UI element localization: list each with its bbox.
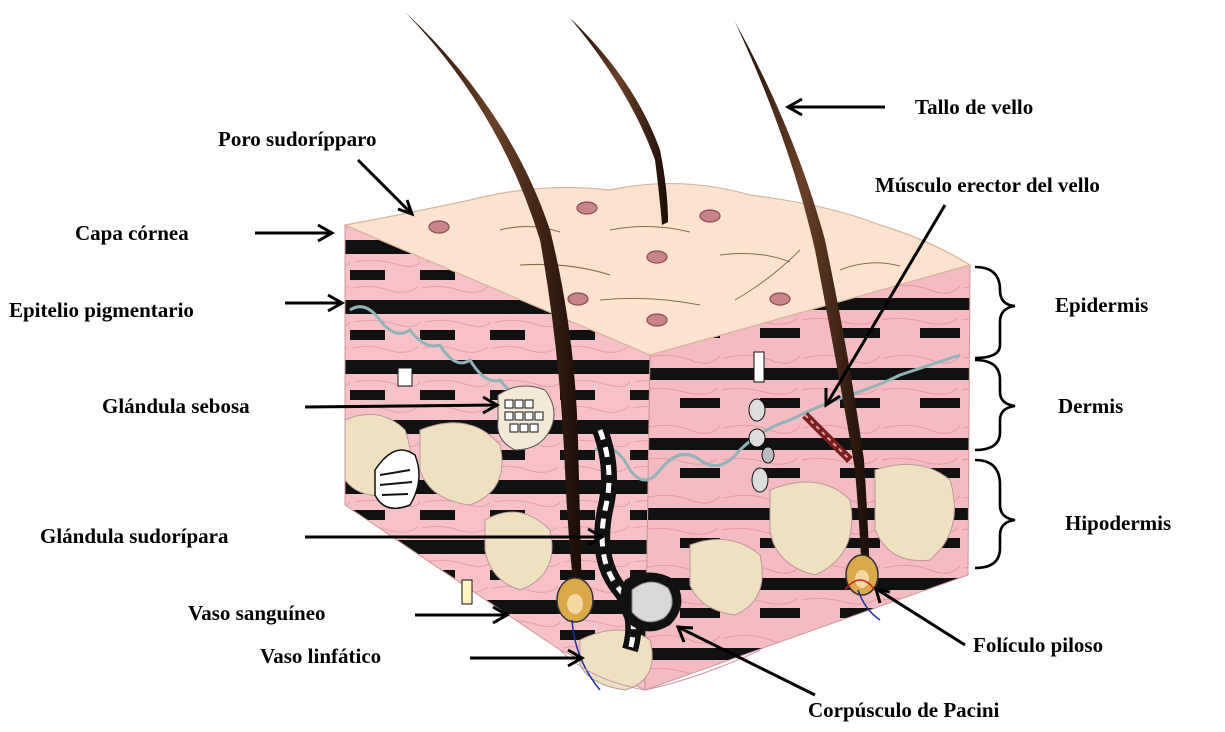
label-epitelio-pigmentario: Epitelio pigmentario xyxy=(9,298,194,322)
brace-hipodermis xyxy=(975,460,1015,568)
layer-braces xyxy=(975,267,1015,568)
label-epidermis: Epidermis xyxy=(1055,293,1148,317)
label-vaso-linfatico: Vaso linfático xyxy=(260,644,381,668)
pacinian-corpuscle xyxy=(620,573,681,632)
label-hipodermis: Hipodermis xyxy=(1065,511,1171,535)
label-glandula-sebosa: Glándula sebosa xyxy=(102,394,250,418)
label-capa-cornea: Capa córnea xyxy=(75,221,189,245)
label-poro-sudoriparo: Poro sudorípparo xyxy=(218,127,377,151)
brace-dermis xyxy=(975,360,1015,450)
label-tallo-de-vello: Tallo de vello xyxy=(915,95,1033,119)
brace-epidermis xyxy=(975,267,1015,358)
label-musculo-erector: Músculo erector del vello xyxy=(875,173,1100,197)
label-foliculo-piloso: Folículo piloso xyxy=(973,633,1103,657)
label-glandula-sudoripara: Glándula sudorípara xyxy=(40,524,229,548)
label-corpusculo-pacini: Corpúsculo de Pacini xyxy=(808,698,1000,722)
label-vaso-sanguineo: Vaso sanguíneo xyxy=(188,601,326,625)
label-dermis: Dermis xyxy=(1058,394,1123,418)
